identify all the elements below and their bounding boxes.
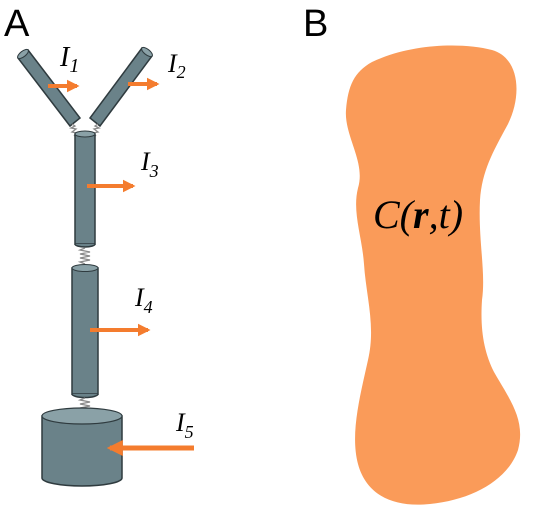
segment-5 (41, 407, 123, 487)
concentration-label: C(r,t) (373, 192, 463, 237)
label-i5: I5 (175, 408, 194, 442)
segment-3 (74, 130, 96, 248)
label-i1: I1 (59, 42, 79, 77)
label-i2: I2 (167, 49, 186, 82)
panel-b: B C(r,t) (303, 3, 521, 505)
panel-a: A (4, 3, 194, 487)
label-i3: I3 (140, 147, 159, 181)
label-i4: I4 (134, 283, 153, 317)
concentration-blob (345, 45, 521, 505)
panel-a-letter: A (4, 3, 30, 45)
panel-b-letter: B (303, 3, 328, 45)
spring-icon (77, 247, 91, 265)
segment-2 (88, 46, 154, 128)
